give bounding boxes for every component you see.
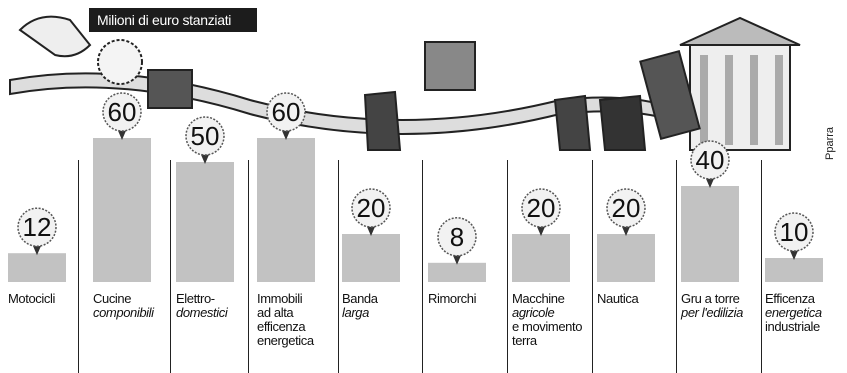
bar xyxy=(681,186,739,282)
data-label: 20 xyxy=(357,193,386,223)
value-badge xyxy=(606,188,646,228)
box-icon xyxy=(147,69,193,109)
category-label-line: Motocicli xyxy=(8,291,55,306)
bar xyxy=(765,258,823,282)
bar xyxy=(597,234,655,282)
category-label-line: terra xyxy=(512,333,537,348)
data-label: 40 xyxy=(696,145,725,175)
value-badge xyxy=(521,188,561,228)
category-label-line: larga xyxy=(342,305,369,320)
data-label: 10 xyxy=(780,217,809,247)
category-label-line: energetica xyxy=(257,333,314,348)
category-label-line: efficenza xyxy=(257,319,306,334)
value-badge xyxy=(437,217,477,257)
category-label-line: Nautica xyxy=(597,291,639,306)
category-label: Motocicli xyxy=(8,292,55,306)
bar xyxy=(342,234,400,282)
bar xyxy=(93,138,151,282)
gear-icon xyxy=(97,39,143,85)
drawing-hand-icon xyxy=(18,15,92,58)
worker-icon xyxy=(598,94,647,151)
column-separator xyxy=(248,160,249,373)
category-label-line: industriale xyxy=(765,319,820,334)
bar xyxy=(428,262,486,282)
column-separator xyxy=(507,160,508,373)
category-label-line: domestici xyxy=(176,305,228,320)
data-label: 60 xyxy=(108,97,137,127)
value-badge xyxy=(774,212,814,252)
bar xyxy=(512,234,570,282)
category-label-line: Gru a torre xyxy=(681,291,740,306)
category-label: Elettro-domestici xyxy=(176,291,228,320)
value-badge xyxy=(185,116,225,156)
chart-title: Milioni di euro stanziati xyxy=(89,8,257,32)
data-label: 20 xyxy=(612,193,641,223)
data-label: 60 xyxy=(272,97,301,127)
worker-icon xyxy=(363,90,402,151)
category-label-line: Elettro- xyxy=(176,291,215,306)
category-label-line: Banda xyxy=(342,291,378,306)
value-badge xyxy=(690,140,730,180)
data-label: 50 xyxy=(191,121,220,151)
data-label: 8 xyxy=(450,222,464,252)
illustration xyxy=(9,15,801,151)
data-label: 20 xyxy=(527,193,556,223)
value-badge xyxy=(351,188,391,228)
column-separator xyxy=(676,160,677,373)
category-label-line: Rimorchi xyxy=(428,291,477,306)
category-label-line: Macchine xyxy=(512,291,565,306)
value-badge xyxy=(17,207,57,247)
category-label-line: ad alta xyxy=(257,305,294,320)
bar xyxy=(8,253,66,282)
column-separator xyxy=(761,160,762,373)
category-label-line: componibili xyxy=(93,305,154,320)
column-separator xyxy=(78,160,79,373)
column-separator xyxy=(338,160,339,373)
worker-icon xyxy=(553,94,592,151)
column-separator xyxy=(592,160,593,373)
bar xyxy=(257,138,315,282)
category-label-line: Immobili xyxy=(257,291,303,306)
data-label: 12 xyxy=(23,212,52,242)
category-label-line: energetica xyxy=(765,305,822,320)
category-label: Rimorchi xyxy=(428,292,476,306)
column-separator xyxy=(170,160,171,373)
category-label: Nautica xyxy=(597,291,639,306)
value-badge xyxy=(102,92,142,132)
value-badge xyxy=(266,92,306,132)
column-separator xyxy=(422,160,423,373)
category-label-line: agricole xyxy=(512,305,555,320)
bar xyxy=(176,162,234,282)
category-label-line: e movimento xyxy=(512,319,583,334)
category-label-line: Efficenza xyxy=(765,291,815,306)
category-label-line: Cucine xyxy=(93,291,132,306)
category-label-line: per l'edilizia xyxy=(681,305,743,320)
box-icon xyxy=(424,41,476,91)
